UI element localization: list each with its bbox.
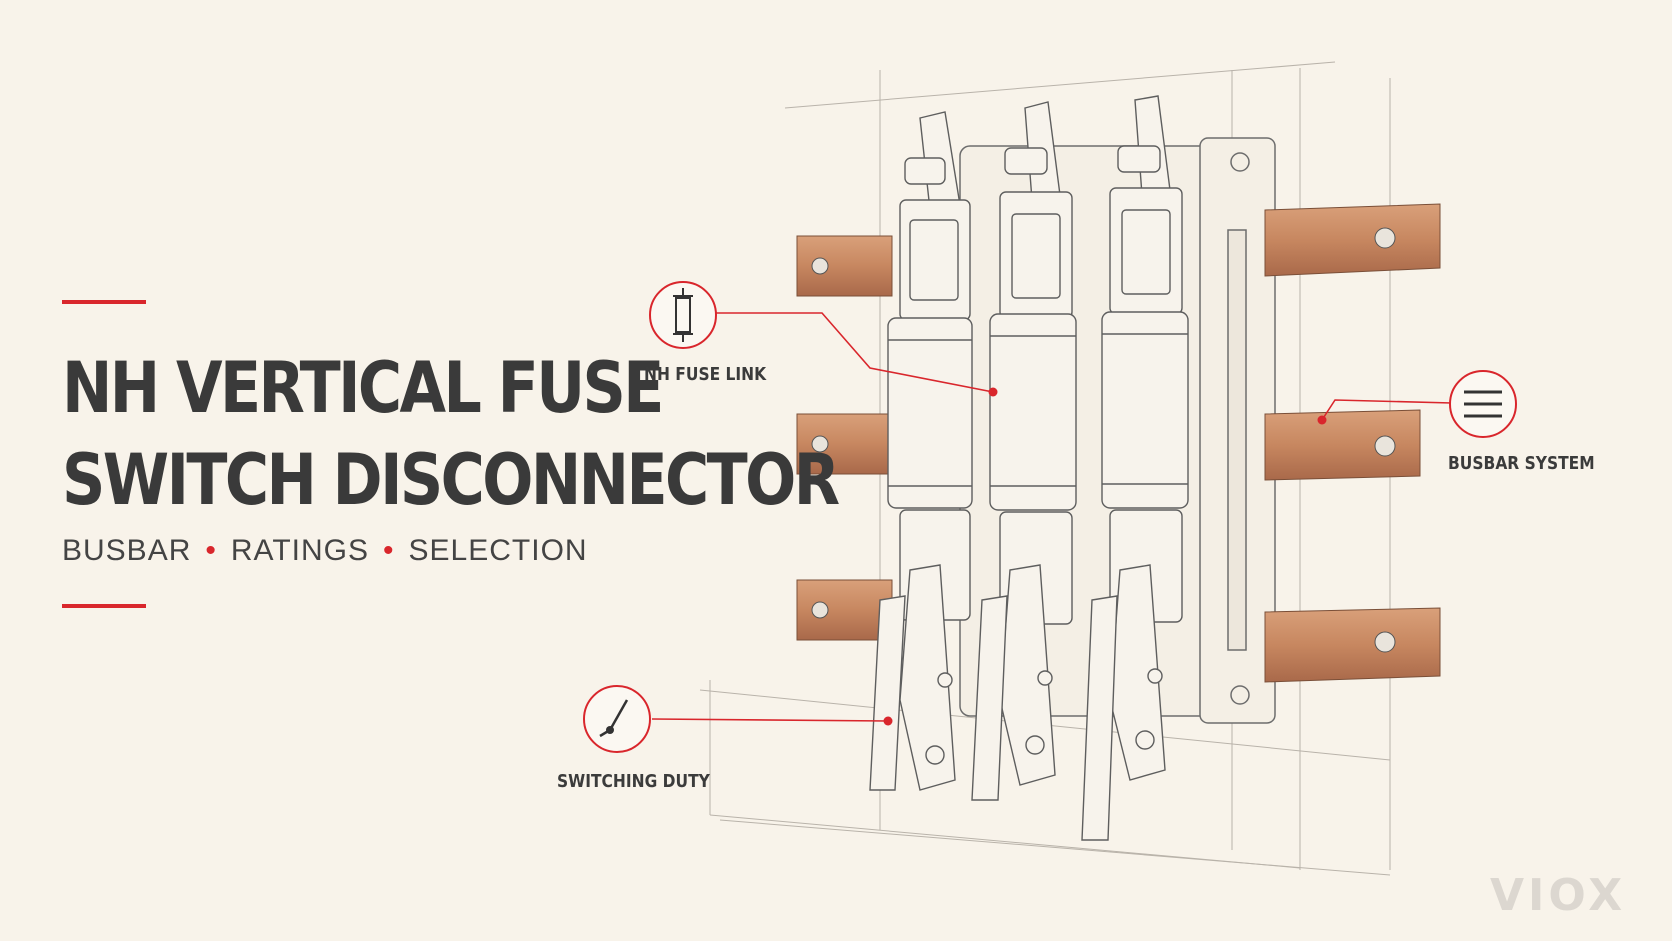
busbars-right (1264, 203, 1441, 683)
busbars-left (796, 235, 893, 641)
pole-1 (869, 111, 973, 791)
title-block: NH VERTICAL FUSE SWITCH DISCONNECTOR BUS… (62, 300, 840, 608)
pole-3 (1081, 95, 1189, 841)
accent-rule-top (62, 300, 146, 304)
callout-leaders (651, 312, 1453, 722)
bullet-separator: • (205, 534, 217, 567)
brand-logo: VIOX (1490, 870, 1627, 921)
title-line-1: NH VERTICAL FUSE (62, 347, 664, 429)
callout-anchors (883, 387, 1327, 726)
subtitle: BUSBAR • RATINGS • SELECTION (62, 534, 742, 568)
callout-label-fuse-link: NH FUSE LINK (644, 364, 767, 385)
fuse-icon (649, 281, 717, 349)
callout-label-busbar-system: BUSBAR SYSTEM (1448, 453, 1595, 474)
busbar-lines-icon (1449, 370, 1517, 438)
accent-rule-bottom (62, 604, 146, 608)
bullet-separator: • (383, 534, 395, 567)
subtitle-item-selection: SELECTION (408, 534, 588, 567)
lever-icon (583, 685, 651, 753)
fuse-poles (869, 95, 1189, 841)
subtitle-item-busbar: BUSBAR (62, 534, 192, 567)
subtitle-item-ratings: RATINGS (230, 534, 370, 567)
title-line-2: SWITCH DISCONNECTOR (62, 439, 840, 521)
callout-label-switching-duty: SWITCHING DUTY (557, 771, 710, 792)
pole-2 (971, 101, 1077, 801)
